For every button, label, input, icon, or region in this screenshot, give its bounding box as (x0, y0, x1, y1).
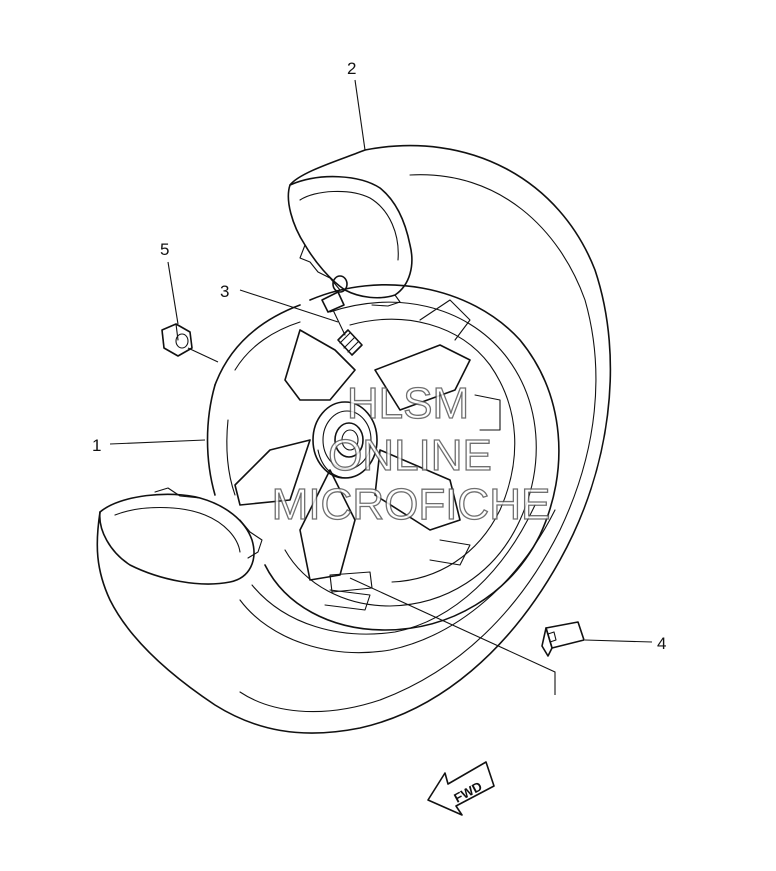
watermark-line-3: MICROFICHE (272, 480, 551, 529)
balance-weight (541, 621, 585, 657)
leader-lines (109, 79, 653, 695)
callout-3: 3 (220, 282, 229, 301)
watermark-line-1: HLSM (347, 379, 469, 428)
nut (161, 323, 193, 357)
fwd-arrow-icon: FWD (427, 761, 495, 816)
callout-1: 1 (92, 436, 101, 455)
callout-4: 4 (657, 634, 666, 653)
callouts: 1 2 3 4 5 (92, 59, 666, 653)
callout-2: 2 (347, 59, 356, 78)
tire (96, 144, 612, 734)
callout-5: 5 (160, 240, 169, 259)
tire-valve (321, 275, 363, 356)
watermark: HLSM ONLINE MICROFICHE (271, 378, 551, 529)
cast-wheel (206, 284, 560, 631)
watermark-line-2: ONLINE (328, 431, 492, 480)
